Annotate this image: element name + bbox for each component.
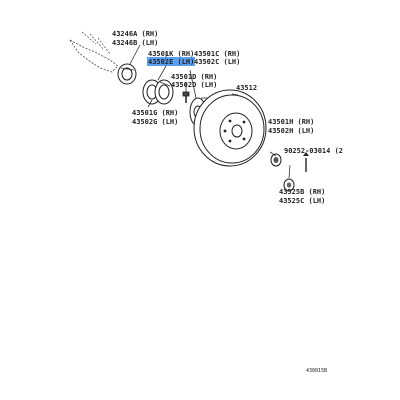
highlight-box (147, 57, 195, 66)
diagram-id: 430015B (306, 368, 327, 374)
label-43501h[interactable]: 43501H (RH) (268, 118, 314, 126)
label-43502e[interactable]: 43502E (LH) (148, 58, 194, 66)
label-43501g[interactable]: 43501G (RH) (132, 109, 178, 117)
label-43246b[interactable]: 43246B (LH) (112, 39, 158, 47)
leader-lines (129, 44, 291, 179)
label-43501k[interactable]: 43501K (RH) (148, 50, 194, 58)
hand-pointer-icon (69, 31, 119, 73)
label-43502c[interactable]: 43502C (LH) (194, 58, 240, 66)
label-43502d[interactable]: 43502D (LH) (171, 81, 217, 89)
wheel-nut-part[interactable] (270, 153, 282, 167)
label-43512[interactable]: 43512 (236, 84, 257, 92)
stud-bolt-part[interactable] (303, 152, 309, 172)
hub-bearing-part[interactable] (154, 79, 174, 105)
lock-nut-part[interactable] (283, 178, 295, 192)
label-43525b[interactable]: 43525B (RH) (279, 188, 325, 196)
label-90252[interactable]: 90252-03014 (2 (284, 147, 343, 155)
label-43525c[interactable]: 43525C (LH) (279, 197, 325, 205)
label-43501d[interactable]: 43501D (RH) (171, 73, 217, 81)
label-43501c[interactable]: 43501C (RH) (194, 50, 240, 58)
hub-bolt-part[interactable] (182, 91, 190, 103)
grease-cap-part[interactable] (117, 63, 137, 85)
brake-disc-part[interactable] (193, 89, 267, 167)
label-43502g[interactable]: 43502G (LH) (132, 118, 178, 126)
label-43502h[interactable]: 43502H (LH) (268, 127, 314, 135)
label-43246a[interactable]: 43246A (RH) (112, 30, 158, 38)
